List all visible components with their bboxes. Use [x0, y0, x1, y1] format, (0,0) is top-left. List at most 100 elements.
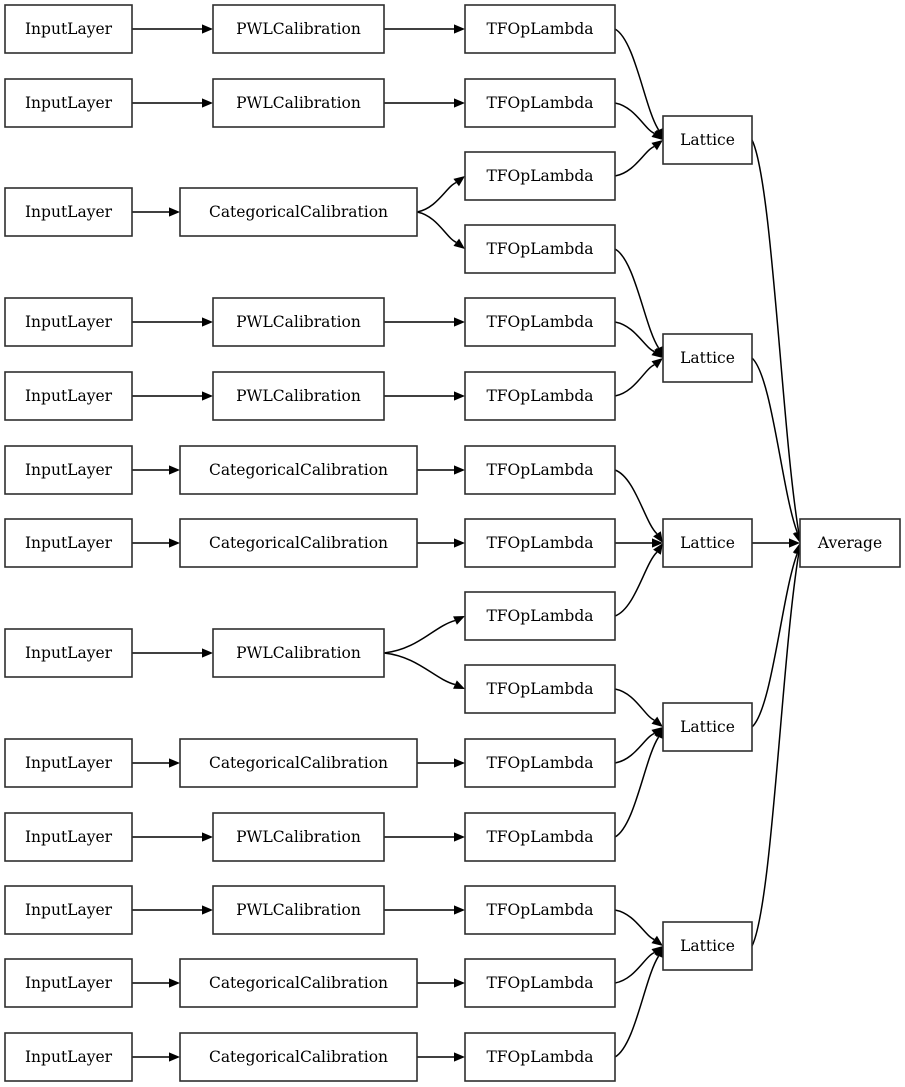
node-label: InputLayer: [25, 1048, 113, 1066]
node-box[interactable]: [212, 885, 385, 935]
node-tfop-lambda-op11[interactable]: TFOpLambda: [464, 738, 616, 788]
node-box[interactable]: [212, 628, 385, 678]
node-box[interactable]: [179, 445, 418, 495]
node-label: InputLayer: [25, 901, 113, 919]
node-box[interactable]: [4, 371, 133, 421]
node-categorical-calibration-cal3[interactable]: CategoricalCalibration: [179, 187, 418, 237]
node-tfop-lambda-op13[interactable]: TFOpLambda: [464, 885, 616, 935]
node-box[interactable]: [464, 958, 616, 1008]
node-tfop-lambda-op5[interactable]: TFOpLambda: [464, 297, 616, 347]
node-lattice-lat1[interactable]: Lattice: [662, 115, 753, 165]
node-tfop-lambda-op4[interactable]: TFOpLambda: [464, 224, 616, 274]
node-tfop-lambda-op3[interactable]: TFOpLambda: [464, 151, 616, 201]
node-box[interactable]: [4, 4, 133, 54]
node-input-layer-in11[interactable]: InputLayer: [4, 885, 133, 935]
arrow-head-icon: [202, 905, 213, 915]
node-label: PWLCalibration: [236, 313, 361, 331]
node-input-layer-in13[interactable]: InputLayer: [4, 1032, 133, 1082]
node-tfop-lambda-op7[interactable]: TFOpLambda: [464, 445, 616, 495]
node-input-layer-in1[interactable]: InputLayer: [4, 4, 133, 54]
node-box[interactable]: [212, 297, 385, 347]
node-box[interactable]: [179, 958, 418, 1008]
node-average-avg[interactable]: Average: [799, 518, 901, 568]
node-box[interactable]: [464, 151, 616, 201]
node-box[interactable]: [4, 812, 133, 862]
node-categorical-calibration-cal6[interactable]: CategoricalCalibration: [179, 445, 418, 495]
node-pwlcalibration-cal2[interactable]: PWLCalibration: [212, 78, 385, 128]
node-box[interactable]: [4, 738, 133, 788]
node-pwlcalibration-cal4[interactable]: PWLCalibration: [212, 297, 385, 347]
node-box[interactable]: [464, 4, 616, 54]
node-box[interactable]: [4, 187, 133, 237]
node-box[interactable]: [4, 958, 133, 1008]
node-box[interactable]: [464, 738, 616, 788]
node-box[interactable]: [179, 1032, 418, 1082]
node-tfop-lambda-op9[interactable]: TFOpLambda: [464, 591, 616, 641]
node-box[interactable]: [179, 187, 418, 237]
node-box[interactable]: [464, 1032, 616, 1082]
node-categorical-calibration-cal7[interactable]: CategoricalCalibration: [179, 518, 418, 568]
node-box[interactable]: [4, 518, 133, 568]
node-box[interactable]: [4, 628, 133, 678]
node-box[interactable]: [212, 812, 385, 862]
node-box[interactable]: [464, 78, 616, 128]
node-input-layer-in9[interactable]: InputLayer: [4, 738, 133, 788]
node-input-layer-in8[interactable]: InputLayer: [4, 628, 133, 678]
node-input-layer-in10[interactable]: InputLayer: [4, 812, 133, 862]
node-box[interactable]: [662, 333, 753, 383]
node-categorical-calibration-cal12[interactable]: CategoricalCalibration: [179, 958, 418, 1008]
node-input-layer-in5[interactable]: InputLayer: [4, 371, 133, 421]
node-input-layer-in7[interactable]: InputLayer: [4, 518, 133, 568]
node-box[interactable]: [4, 78, 133, 128]
node-box[interactable]: [464, 664, 616, 714]
node-pwlcalibration-cal1[interactable]: PWLCalibration: [212, 4, 385, 54]
node-tfop-lambda-op6[interactable]: TFOpLambda: [464, 371, 616, 421]
node-box[interactable]: [4, 445, 133, 495]
node-pwlcalibration-cal11[interactable]: PWLCalibration: [212, 885, 385, 935]
node-box[interactable]: [464, 297, 616, 347]
node-lattice-lat5[interactable]: Lattice: [662, 921, 753, 971]
node-input-layer-in12[interactable]: InputLayer: [4, 958, 133, 1008]
node-lattice-lat4[interactable]: Lattice: [662, 702, 753, 752]
node-box[interactable]: [464, 591, 616, 641]
node-input-layer-in2[interactable]: InputLayer: [4, 78, 133, 128]
node-tfop-lambda-op10[interactable]: TFOpLambda: [464, 664, 616, 714]
node-pwlcalibration-cal8[interactable]: PWLCalibration: [212, 628, 385, 678]
node-tfop-lambda-op2[interactable]: TFOpLambda: [464, 78, 616, 128]
node-categorical-calibration-cal9[interactable]: CategoricalCalibration: [179, 738, 418, 788]
node-box[interactable]: [662, 702, 753, 752]
node-box[interactable]: [4, 297, 133, 347]
node-lattice-lat3[interactable]: Lattice: [662, 518, 753, 568]
node-box[interactable]: [212, 78, 385, 128]
node-box[interactable]: [4, 885, 133, 935]
node-input-layer-in4[interactable]: InputLayer: [4, 297, 133, 347]
node-box[interactable]: [212, 371, 385, 421]
node-tfop-lambda-op14[interactable]: TFOpLambda: [464, 958, 616, 1008]
node-tfop-lambda-op12[interactable]: TFOpLambda: [464, 812, 616, 862]
node-box[interactable]: [464, 371, 616, 421]
node-box[interactable]: [179, 738, 418, 788]
node-categorical-calibration-cal13[interactable]: CategoricalCalibration: [179, 1032, 418, 1082]
node-box[interactable]: [799, 518, 901, 568]
node-tfop-lambda-op15[interactable]: TFOpLambda: [464, 1032, 616, 1082]
node-box[interactable]: [662, 115, 753, 165]
node-box[interactable]: [662, 921, 753, 971]
node-pwlcalibration-cal10[interactable]: PWLCalibration: [212, 812, 385, 862]
node-box[interactable]: [464, 224, 616, 274]
node-box[interactable]: [662, 518, 753, 568]
node-box[interactable]: [464, 885, 616, 935]
node-tfop-lambda-op8[interactable]: TFOpLambda: [464, 518, 616, 568]
node-input-layer-in6[interactable]: InputLayer: [4, 445, 133, 495]
node-box[interactable]: [464, 812, 616, 862]
edge-pwlcalibration-to-tfop-lambda: [384, 832, 465, 842]
node-tfop-lambda-op1[interactable]: TFOpLambda: [464, 4, 616, 54]
node-input-layer-in3[interactable]: InputLayer: [4, 187, 133, 237]
node-box[interactable]: [212, 4, 385, 54]
node-pwlcalibration-cal5[interactable]: PWLCalibration: [212, 371, 385, 421]
arrow-head-icon: [453, 680, 465, 689]
node-box[interactable]: [464, 445, 616, 495]
node-box[interactable]: [464, 518, 616, 568]
node-box[interactable]: [4, 1032, 133, 1082]
node-box[interactable]: [179, 518, 418, 568]
node-lattice-lat2[interactable]: Lattice: [662, 333, 753, 383]
